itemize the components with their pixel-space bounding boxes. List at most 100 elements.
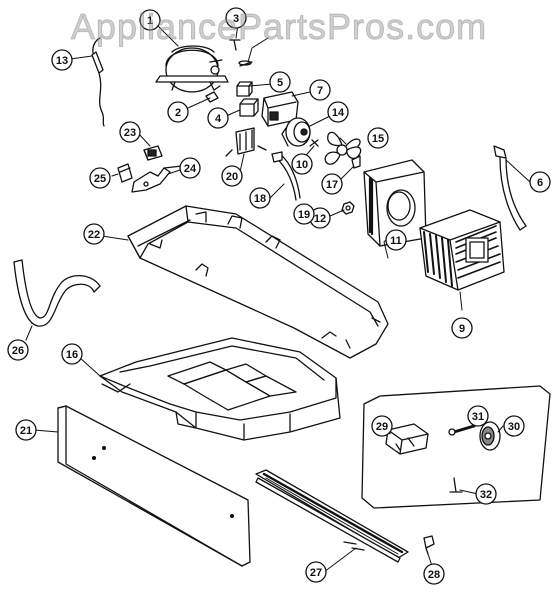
callout-circle (15, 419, 37, 441)
callout-circle (451, 317, 473, 339)
callout-20: 20 (221, 165, 243, 187)
callout-6: 6 (529, 171, 551, 193)
callout-21: 21 (15, 419, 37, 441)
callout-circle (475, 483, 497, 505)
callout-label: 10 (296, 159, 308, 171)
callout-14: 14 (327, 101, 349, 123)
part-30-knob[interactable] (479, 421, 501, 451)
leader-lines (25, 23, 531, 573)
callout-circle (309, 79, 331, 101)
part-32-screw[interactable] (449, 477, 463, 493)
callout-32: 32 (475, 483, 497, 505)
callout-label: 4 (215, 113, 222, 125)
callout-circle (529, 171, 551, 193)
callout-29: 29 (371, 415, 393, 437)
part-28-clip[interactable] (423, 535, 435, 555)
callout-circle (179, 157, 201, 179)
callout-label: 22 (88, 229, 100, 241)
callout-circle (327, 101, 349, 123)
part-23-capacitor[interactable] (143, 145, 163, 161)
callout-label: 31 (472, 411, 484, 423)
callout-16: 16 (61, 343, 83, 365)
callout-22: 22 (83, 223, 105, 245)
part-25-clip[interactable] (117, 163, 133, 183)
callout-circle (51, 49, 73, 71)
part-21-front-panel[interactable] (57, 405, 251, 567)
callout-3: 3 (225, 7, 247, 29)
callout-label: 19 (298, 209, 310, 221)
callout-label: 27 (310, 567, 322, 579)
callout-label: 11 (390, 235, 402, 247)
callout-label: 1 (147, 15, 153, 27)
callout-label: 28 (428, 569, 440, 581)
callout-17: 17 (321, 173, 343, 195)
callout-label: 18 (254, 193, 266, 205)
callout-28: 28 (423, 563, 445, 585)
part-18-heater[interactable] (271, 151, 301, 201)
callout-2: 2 (167, 101, 189, 123)
callout-label: 29 (376, 421, 388, 433)
callout-circle (291, 153, 313, 175)
callout-label: 13 (56, 55, 68, 67)
callout-5: 5 (269, 71, 291, 93)
callout-circle (385, 229, 407, 251)
callout-9: 9 (451, 317, 473, 339)
callout-label: 17 (326, 179, 338, 191)
callout-25: 25 (89, 167, 111, 189)
part-9-evaporator[interactable] (419, 209, 505, 291)
callout-circle (207, 107, 229, 129)
callout-label: 26 (12, 345, 24, 357)
callout-label: 21 (20, 425, 32, 437)
callout-label: 23 (124, 127, 136, 139)
part-12-nut[interactable] (341, 201, 355, 215)
callout-circle (423, 563, 445, 585)
part-16-drip-tray[interactable] (99, 337, 341, 441)
part-24-bracket[interactable] (131, 165, 183, 193)
callout-label: 32 (480, 489, 492, 501)
callout-circle (305, 561, 327, 583)
part-4-overload[interactable] (239, 98, 259, 117)
callout-circle (367, 127, 389, 149)
callout-11: 11 (385, 229, 407, 251)
part-3-fittings[interactable] (229, 39, 253, 67)
callout-label: 3 (233, 13, 239, 25)
callout-circle (89, 167, 111, 189)
callout-circle (225, 7, 247, 29)
callout-26: 26 (7, 339, 29, 361)
part-27-grille[interactable] (255, 469, 409, 563)
part-14-fan-motor[interactable] (281, 117, 311, 147)
part-22-evaporator-cover[interactable] (127, 205, 389, 359)
part-29-damper-motor[interactable] (385, 423, 429, 455)
callout-label: 12 (314, 213, 326, 225)
callout-1: 1 (139, 9, 161, 31)
callout-circle (7, 339, 29, 361)
callout-label: 20 (226, 171, 238, 183)
callout-4: 4 (207, 107, 229, 129)
part-17-bracket[interactable] (351, 155, 361, 169)
callout-label: 7 (317, 85, 323, 97)
callout-label: 25 (94, 173, 106, 185)
callout-18: 18 (249, 187, 271, 209)
callout-label: 15 (372, 133, 384, 145)
callout-circle (139, 9, 161, 31)
callout-30: 30 (503, 415, 525, 437)
callout-label: 16 (66, 349, 78, 361)
callout-circle (167, 101, 189, 123)
part-13-drier[interactable] (91, 37, 105, 127)
callout-circle (321, 173, 343, 195)
callout-24: 24 (179, 157, 201, 179)
callout-circle (61, 343, 83, 365)
part-5-relay[interactable] (236, 81, 253, 97)
part-6-drain-tube[interactable] (493, 145, 527, 231)
part-10-screw[interactable] (309, 139, 319, 147)
callout-15: 15 (367, 127, 389, 149)
part-26-hose[interactable] (13, 259, 101, 327)
part-2-grommet[interactable] (205, 85, 221, 103)
callout-7: 7 (309, 79, 331, 101)
callout-31: 31 (467, 405, 489, 427)
callout-23: 23 (119, 121, 141, 143)
part-20-bracket[interactable] (225, 127, 267, 157)
callout-label: 2 (175, 107, 181, 119)
part-1-compressor[interactable] (155, 45, 229, 93)
